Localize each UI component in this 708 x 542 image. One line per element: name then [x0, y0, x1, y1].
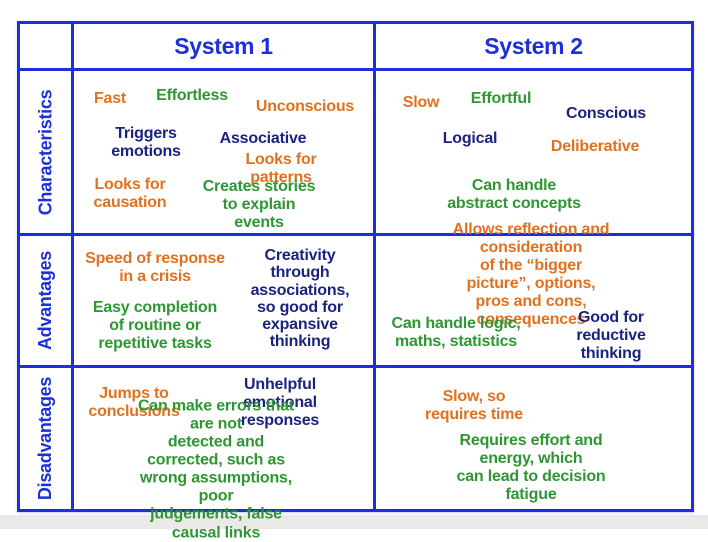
- cell-disadvantages-system1: Jumps to conclusions Unhelpful emotional…: [71, 365, 373, 541]
- header-system2-label: System 2: [484, 32, 583, 59]
- adv-s2-good-for-reductive: Good for reductive thinking: [576, 308, 646, 363]
- dis-s2-requires-effort: Requires effort and energy, which can le…: [456, 431, 606, 504]
- char-s1-unconscious: Unconscious: [255, 97, 355, 115]
- char-s1-associative: Associative: [219, 129, 307, 147]
- row-label-characteristics: Characteristics: [20, 68, 71, 233]
- adv-s1-speed-of-response: Speed of response in a crisis: [85, 249, 225, 285]
- dis-s1-can-make-errors: Can make errors that are not detected an…: [137, 397, 295, 542]
- char-s2-can-handle-abstract: Can handle abstract concepts: [447, 176, 581, 212]
- char-s1-creates-stories: Creates stories to explain events: [202, 177, 316, 232]
- bottom-grey-strip: [0, 515, 708, 529]
- adv-s1-creativity: Creativity through associations, so good…: [250, 247, 350, 351]
- row-label-disadvantages: Disadvantages: [20, 365, 71, 509]
- char-s1-triggers-emotions: Triggers emotions: [111, 124, 181, 160]
- char-s2-conscious: Conscious: [566, 104, 646, 122]
- adv-s2-can-handle-logic: Can handle logic, maths, statistics: [391, 314, 521, 350]
- adv-s1-easy-completion: Easy completion of routine or repetitive…: [92, 298, 218, 353]
- cell-advantages-system2: Allows reflection and consideration of t…: [373, 221, 691, 365]
- cell-disadvantages-system2: Slow, so requires time Requires effort a…: [373, 365, 691, 509]
- char-s2-slow: Slow: [402, 93, 440, 111]
- header-system2: System 2: [373, 24, 691, 68]
- cell-advantages-system1: Speed of response in a crisis Easy compl…: [71, 233, 373, 365]
- row-label-disadvantages-text: Disadvantages: [35, 376, 55, 501]
- header-system1-label: System 1: [174, 32, 273, 59]
- char-s1-effortless: Effortless: [156, 86, 228, 104]
- char-s2-logical: Logical: [442, 129, 498, 147]
- dis-s1-unhelpful-emotional: Unhelpful emotional responses: [240, 375, 320, 430]
- corner-cell: [20, 24, 71, 68]
- row-label-advantages: Advantages: [20, 233, 71, 365]
- row-label-advantages-text: Advantages: [35, 250, 56, 351]
- char-s1-looks-for-patterns: Looks for patterns: [245, 150, 317, 186]
- adv-s2-allows-reflection: Allows reflection and consideration of t…: [452, 220, 610, 329]
- char-s1-looks-for-causation: Looks for causation: [93, 175, 167, 211]
- comparison-table: System 1 System 2 Characteristics Fast E…: [17, 21, 694, 541]
- cell-characteristics-system1: Fast Effortless Unconscious Triggers emo…: [71, 68, 373, 233]
- header-system1: System 1: [71, 24, 373, 68]
- char-s2-deliberative: Deliberative: [550, 137, 640, 155]
- slide: System 1 System 2 Characteristics Fast E…: [0, 21, 708, 542]
- char-s2-effortful: Effortful: [470, 89, 532, 107]
- cell-characteristics-system2: Slow Effortful Conscious Logical Deliber…: [373, 68, 691, 233]
- dis-s1-jumps-to-conclusions: Jumps to conclusions: [88, 384, 180, 420]
- char-s1-fast: Fast: [93, 89, 127, 107]
- dis-s2-slow-requires-time: Slow, so requires time: [425, 387, 523, 423]
- row-label-characteristics-text: Characteristics: [35, 89, 56, 215]
